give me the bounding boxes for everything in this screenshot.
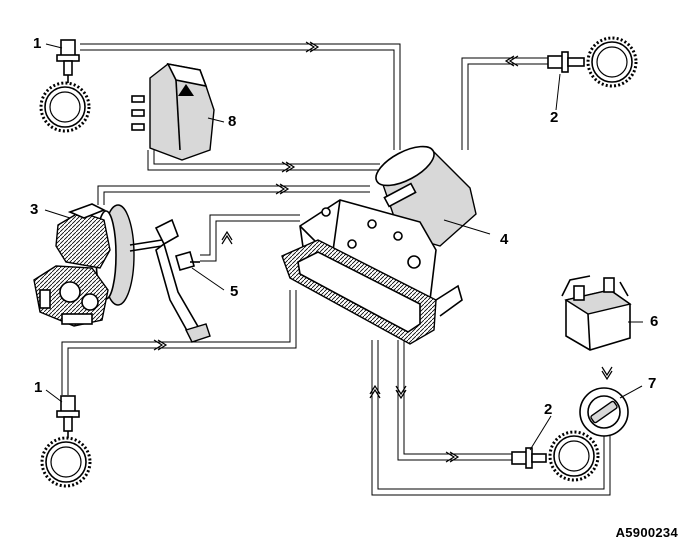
- brake-booster-3: [33, 203, 135, 327]
- callout-5: 5: [230, 283, 239, 300]
- wheel-speed-sensor-front-right: [547, 51, 585, 73]
- wheel-speed-sensor-front-left: [56, 39, 80, 83]
- brake-pedal-switch-5: [129, 218, 211, 343]
- switch-8: [131, 62, 215, 161]
- callout-2-bottom: 2: [544, 401, 553, 418]
- toothed-ring-rear-left: [40, 436, 92, 488]
- ignition-switch-7: [579, 387, 629, 437]
- leader-lines: [44, 43, 643, 451]
- callout-7: 7: [648, 375, 657, 392]
- toothed-ring-front-right: [586, 36, 638, 88]
- signal-lines: [61, 43, 611, 496]
- callout-6: 6: [650, 313, 659, 330]
- figure-id: A5900234: [615, 525, 678, 540]
- toothed-ring-front-left: [39, 81, 91, 133]
- battery-6: [561, 275, 632, 351]
- callout-1-top: 1: [33, 35, 42, 52]
- toothed-ring-rear-right: [548, 430, 600, 482]
- wheel-speed-sensor-rear-left: [56, 395, 80, 438]
- callout-1-bottom: 1: [34, 379, 43, 396]
- callout-8: 8: [228, 113, 237, 130]
- abs-hydraulic-unit-4: [281, 145, 477, 345]
- callout-3: 3: [30, 201, 39, 218]
- wheel-speed-sensor-rear-right: [511, 447, 547, 469]
- callout-4: 4: [500, 231, 509, 248]
- callout-2-top: 2: [550, 109, 559, 126]
